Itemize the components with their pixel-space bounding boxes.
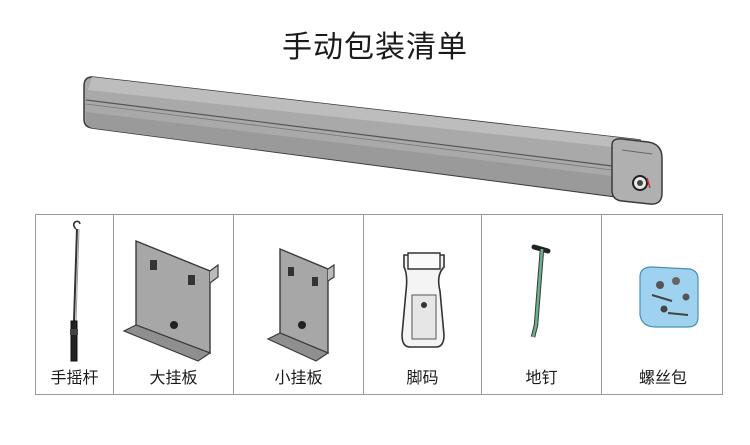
awning-cassette-illustration [83, 76, 663, 205]
page-title: 手动包装清单 [282, 30, 468, 65]
item-foot-mount: 脚码 [364, 215, 482, 394]
small-bracket-icon [266, 247, 335, 362]
item-label: 小挂板 [274, 368, 323, 387]
item-label: 螺丝包 [638, 368, 687, 387]
large-bracket-icon [122, 239, 219, 362]
item-label: 大挂板 [149, 368, 198, 387]
item-small-bracket: 小挂板 [234, 215, 364, 394]
crank-handle-icon [70, 220, 81, 362]
ground-stake-icon [530, 244, 551, 338]
item-label: 手摇杆 [50, 368, 99, 387]
item-large-bracket: 大挂板 [114, 215, 234, 394]
item-crank-handle: 手摇杆 [36, 215, 114, 394]
item-screw-pack: 螺丝包 [602, 215, 724, 394]
package-items-grid: 手摇杆 大挂板 小挂板 脚码 [35, 214, 723, 395]
item-label: 地钉 [525, 368, 558, 387]
screw-pack-icon [639, 266, 699, 328]
item-label: 脚码 [406, 368, 439, 387]
item-ground-stake: 地钉 [482, 215, 602, 394]
foot-mount-icon [401, 252, 445, 348]
